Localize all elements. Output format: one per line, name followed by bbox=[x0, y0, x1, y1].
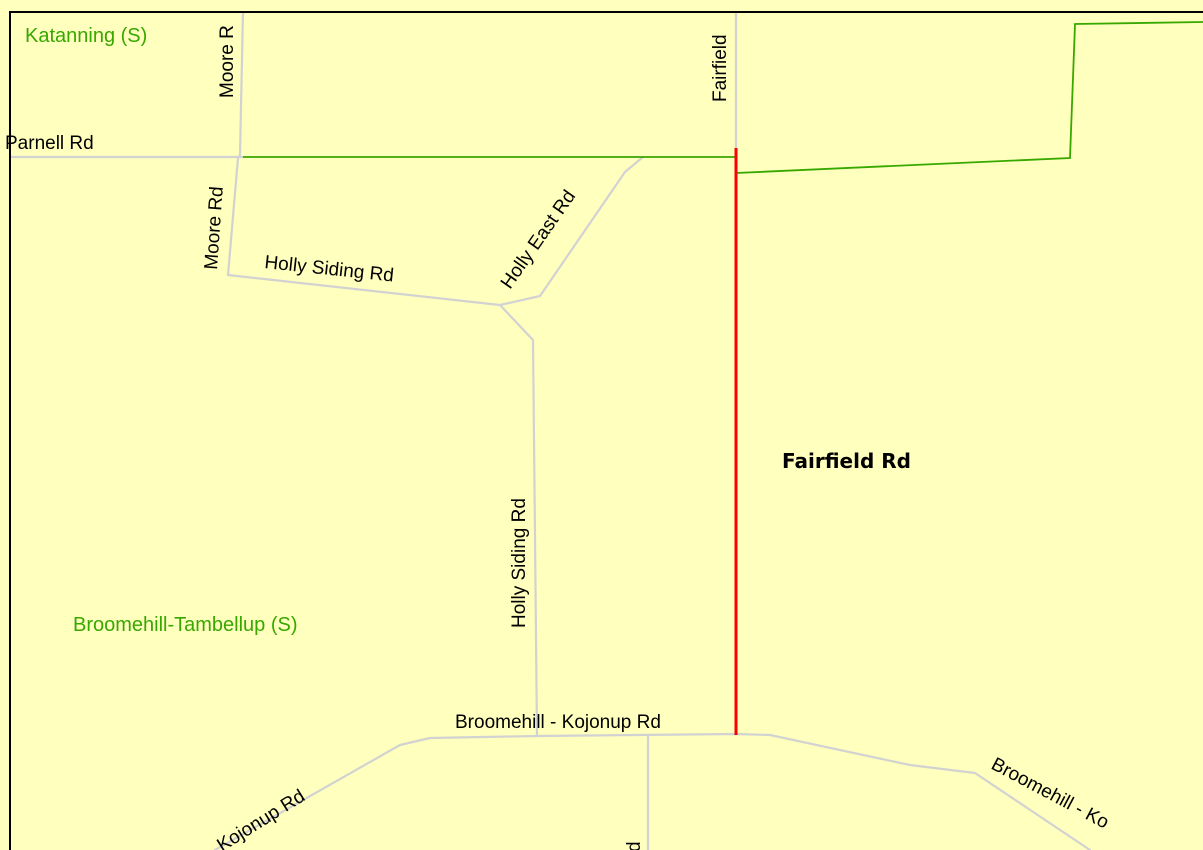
road-label-parnell: Parnell Rd bbox=[5, 133, 94, 154]
road-moore-holly bbox=[226, 10, 645, 307]
map-frame bbox=[9, 11, 1203, 850]
road-label-fairfield-top: Fairfield bbox=[710, 34, 731, 102]
area-label-broomehill-tambellup: Broomehill-Tambellup (S) bbox=[73, 614, 298, 636]
area-label-katanning: Katanning (S) bbox=[25, 25, 147, 47]
road-label-holly-siding-vertical: Holly Siding Rd bbox=[509, 498, 530, 628]
road-label-broomehill-kojonup: Broomehill - Kojonup Rd bbox=[455, 712, 661, 733]
road-label-moore-top: Moore R bbox=[217, 25, 238, 98]
highlight-label-fairfield-rd: Fairfield Rd bbox=[782, 449, 911, 473]
road-holly-siding-vertical bbox=[498, 303, 539, 737]
road-label-south-fragment: d bbox=[624, 841, 645, 850]
road-network bbox=[8, 10, 1092, 850]
shire-boundary bbox=[243, 21, 1203, 174]
